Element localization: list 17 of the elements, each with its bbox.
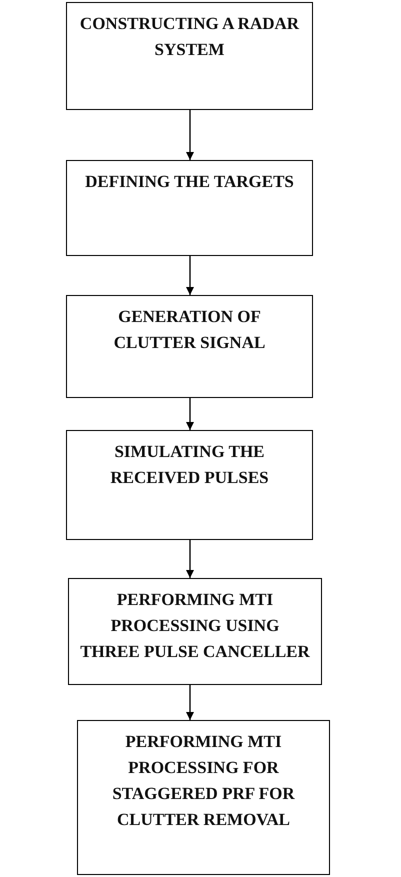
process-box (77, 720, 330, 875)
process-box (68, 578, 322, 685)
process-box (66, 160, 313, 256)
step-label: SIMULATING THE RECEIVED PULSES (109, 441, 270, 489)
step-label: CONSTRUCTING A RADAR SYSTEM (78, 13, 300, 61)
process-box (66, 2, 313, 110)
step-label: PERFORMING MTI PROCESSING USING THREE PULSE CANCELLER (79, 589, 311, 663)
arrow (186, 110, 194, 160)
process-box (66, 430, 313, 540)
process-box (66, 295, 313, 398)
step-label: PERFORMING MTI PROCESSING FOR STAGGERED PRF FOR CLUTTER REMOVAL (111, 731, 296, 831)
arrow (186, 256, 194, 295)
arrow (186, 685, 194, 720)
arrow (186, 398, 194, 430)
step-label: DEFINING THE TARGETS (85, 171, 294, 193)
step-label: GENERATION OF CLUTTER SIGNAL (112, 306, 266, 354)
arrow (186, 540, 194, 578)
